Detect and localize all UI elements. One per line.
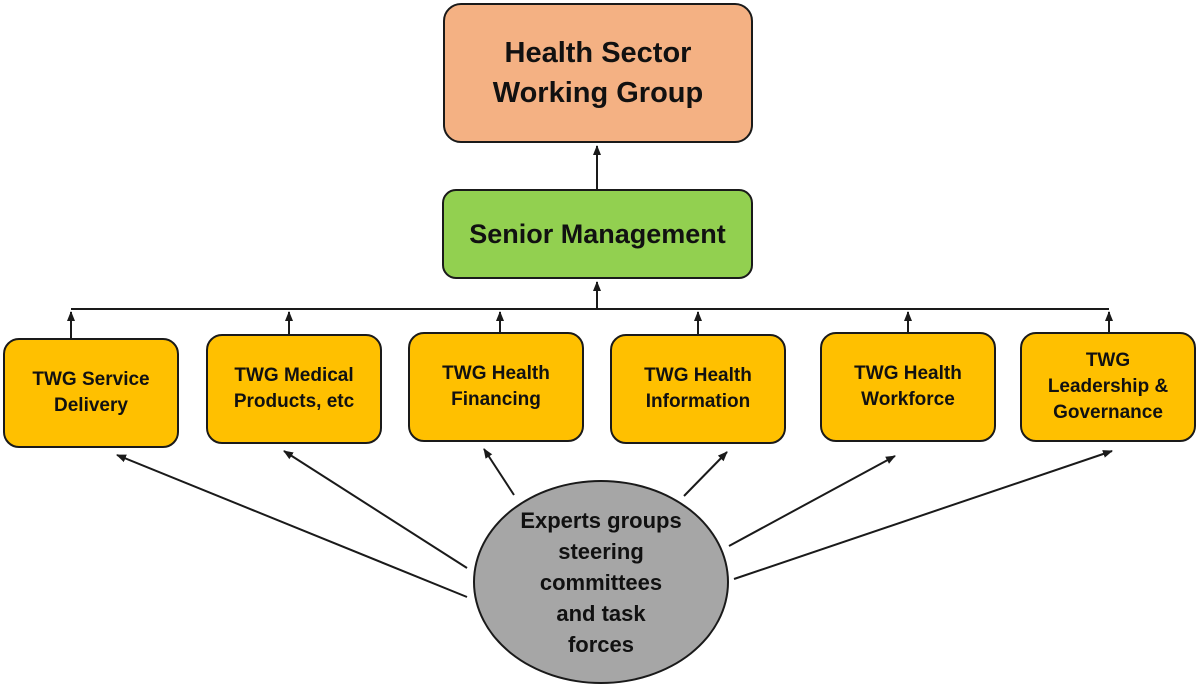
twg-health-information-label: TWG Health Information [644, 365, 752, 412]
twg-service-delivery-box: TWG Service Delivery [3, 338, 179, 448]
twg-leadership-governance-label: TWG Leadership & Governance [1047, 350, 1169, 423]
arrow-experts-to-twg-4 [683, 451, 728, 497]
senior-management-label: Senior Management [469, 218, 726, 249]
arrow-experts-to-twg-3 [483, 448, 515, 496]
twg-medical-products-label: TWG Medical Products, etc [233, 365, 355, 412]
twg-health-financing-label: TWG Health Financing [442, 363, 550, 410]
twg-service-delivery-label: TWG Service Delivery [32, 369, 150, 416]
twg-health-workforce-label: TWG Health Workforce [854, 363, 962, 410]
senior-management-box: Senior Management [442, 189, 753, 279]
arrow-experts-to-twg-6 [733, 450, 1113, 580]
health-sector-working-group-label: Health Sector Working Group [492, 37, 704, 109]
experts-groups-ellipse: Experts groups steering committees and t… [473, 480, 729, 684]
arrow-experts-to-twg-5 [728, 455, 896, 547]
experts-groups-label: Experts groups steering committees and t… [520, 507, 682, 657]
twg-health-workforce-box: TWG Health Workforce [820, 332, 996, 442]
twg-medical-products-box: TWG Medical Products, etc [206, 334, 382, 444]
twg-health-financing-box: TWG Health Financing [408, 332, 584, 442]
arrow-experts-to-twg-1 [116, 454, 468, 598]
arrow-experts-to-twg-2 [283, 450, 468, 569]
twg-leadership-governance-box: TWG Leadership & Governance [1020, 332, 1196, 442]
health-sector-working-group-box: Health Sector Working Group [443, 3, 753, 143]
twg-health-information-box: TWG Health Information [610, 334, 786, 444]
